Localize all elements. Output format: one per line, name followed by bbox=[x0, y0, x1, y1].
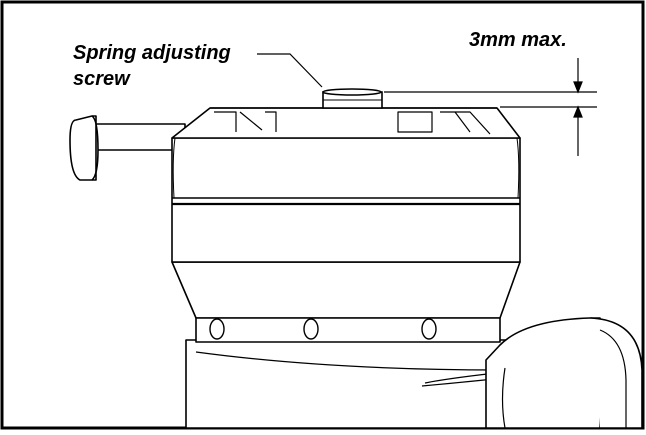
screw-label-line1: Spring adjusting bbox=[73, 42, 231, 64]
lower-flare bbox=[171, 261, 521, 319]
inlet-pipe bbox=[89, 123, 186, 151]
valve-base bbox=[185, 339, 507, 429]
vent-holes bbox=[209, 318, 437, 340]
screw-leader-line bbox=[257, 53, 323, 88]
inlet-pipe-cap bbox=[69, 115, 99, 181]
screw-label-line2: screw bbox=[73, 68, 131, 90]
spring-adjusting-screw bbox=[322, 88, 383, 109]
valve-body bbox=[69, 107, 643, 429]
main-housing bbox=[171, 137, 521, 263]
outlet-port bbox=[485, 317, 601, 429]
gap-label: 3mm max. bbox=[469, 29, 567, 51]
gap-dimension bbox=[384, 58, 597, 156]
